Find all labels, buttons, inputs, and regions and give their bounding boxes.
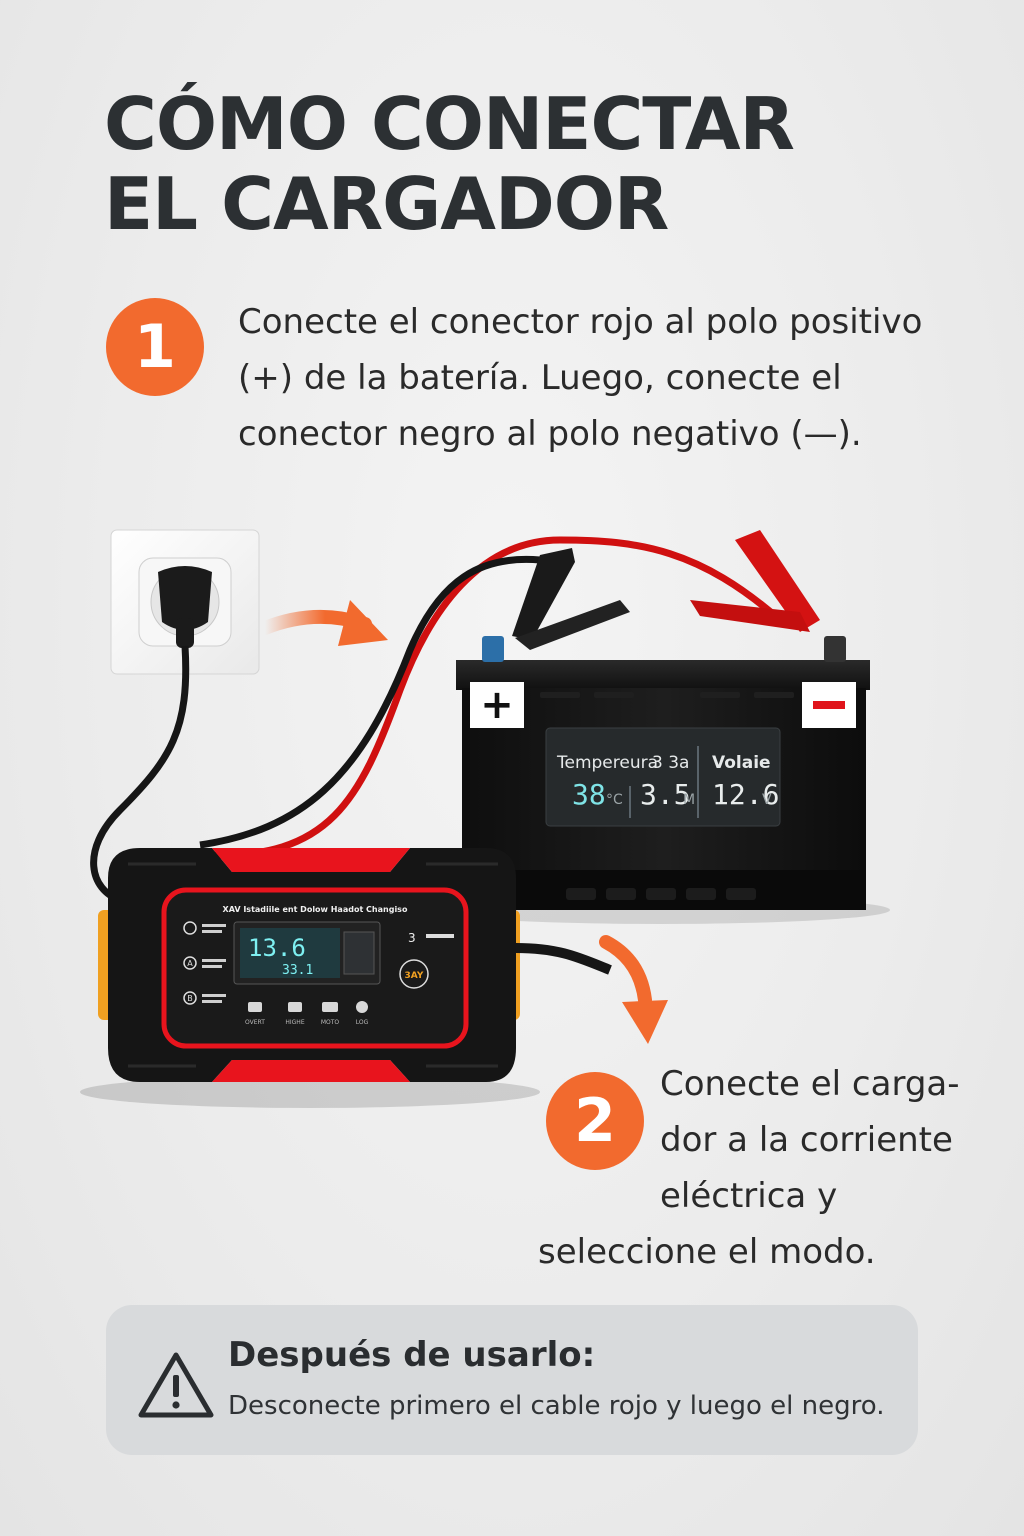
charger-cable [515, 943, 612, 975]
display-voltage-value: 12.6 [712, 778, 779, 811]
warning-icon [138, 1352, 214, 1418]
display-label-volt: Volaie [712, 753, 771, 773]
display-current-value: 3.5 [640, 778, 691, 811]
power-plug [158, 566, 212, 648]
warning-box: Después de usarlo: Desconecte primero el… [106, 1305, 918, 1455]
mode-icon-moto [288, 1002, 302, 1012]
mode-button-a[interactable]: A [183, 956, 197, 970]
charger-header: XAV Istadiile ent Dolow Haadot Changiso [223, 905, 408, 914]
mode-label: HIGHE [285, 1019, 304, 1026]
arrow-down-icon [599, 935, 668, 1044]
mode-icon-repair [356, 1001, 368, 1013]
battery-charger: XAV Istadiile ent Dolow Haadot Changiso … [98, 848, 520, 1082]
display-voltage-unit: V [762, 792, 772, 808]
display-temp-unit: °C [606, 792, 623, 808]
display-label-temp: Tempereura [556, 753, 658, 773]
step-1-line: conector negro al polo negativo (—). [238, 414, 862, 454]
black-cable [199, 555, 541, 849]
step-2-line: dor a la corriente [660, 1120, 953, 1160]
mode-label: LOG [356, 1019, 369, 1026]
step-2-line: eléctrica y [660, 1176, 838, 1216]
step-1-line: Conecte el conector rojo al polo positiv… [238, 302, 923, 342]
red-cable [204, 536, 783, 859]
charger-indicator [426, 934, 454, 938]
warning-text: Desconecte primero el cable rojo y luego… [228, 1391, 885, 1421]
charger-right-label: 3 [408, 931, 416, 945]
black-clamp [512, 548, 630, 650]
connection-illustration: + Tempereura 3 3a Volaie 38 °C 3.5 M 12.… [80, 529, 890, 1108]
charger-lcd-sub: 33.1 [282, 963, 313, 978]
step-2-text: Conecte el carga- dor a la corriente elé… [538, 1056, 978, 1280]
step-1-badge: 1 [106, 298, 204, 396]
step-1-line: (+) de la batería. Luego, conecte el [238, 358, 842, 398]
mode-button-a-label: A [187, 959, 193, 968]
warning-heading: Después de usarlo: [228, 1335, 596, 1375]
mode-button-b[interactable]: B [183, 991, 197, 1005]
red-clamp [690, 530, 820, 632]
negative-terminal [824, 636, 846, 662]
charger-brand-badge [399, 959, 429, 989]
plus-label [470, 682, 524, 728]
mode-label: MOTO [321, 1019, 340, 1026]
battery-display: Tempereura 3 3a Volaie 38 °C 3.5 M 12.6 … [545, 727, 781, 827]
step-2-line: Conecte el carga- [660, 1064, 960, 1104]
step-2-line: seleccione el modo. [538, 1232, 876, 1272]
charger-brand: 3AY [405, 971, 424, 981]
mode-button-top-icon [183, 921, 197, 935]
mode-icon-battery [322, 1002, 338, 1012]
mode-button-b-label: B [187, 994, 193, 1003]
minus-sign [813, 701, 845, 709]
page-title: CÓMO CONECTAR EL CARGADOR [104, 82, 795, 246]
plus-sign: + [480, 682, 514, 728]
arrow-right-icon [258, 600, 388, 646]
power-cord [90, 645, 190, 904]
mode-icon-car [248, 1002, 262, 1012]
positive-terminal [482, 636, 504, 662]
car-battery: + Tempereura 3 3a Volaie 38 °C 3.5 M 12.… [456, 636, 870, 910]
mode-label: OVERT [245, 1019, 265, 1026]
title-line-2: EL CARGADOR [104, 162, 669, 246]
step-1-text: Conecte el conector rojo al polo positiv… [238, 294, 922, 462]
display-label-mid: 3 3a [652, 753, 689, 773]
charger-lcd-main: 13.6 [248, 934, 306, 962]
charger-shadow [80, 1076, 540, 1108]
title-line-1: CÓMO CONECTAR [104, 82, 795, 166]
step-2-badge: 2 [546, 1072, 644, 1170]
display-current-unit: M [683, 792, 695, 808]
display-temp-value: 38 [572, 778, 606, 811]
